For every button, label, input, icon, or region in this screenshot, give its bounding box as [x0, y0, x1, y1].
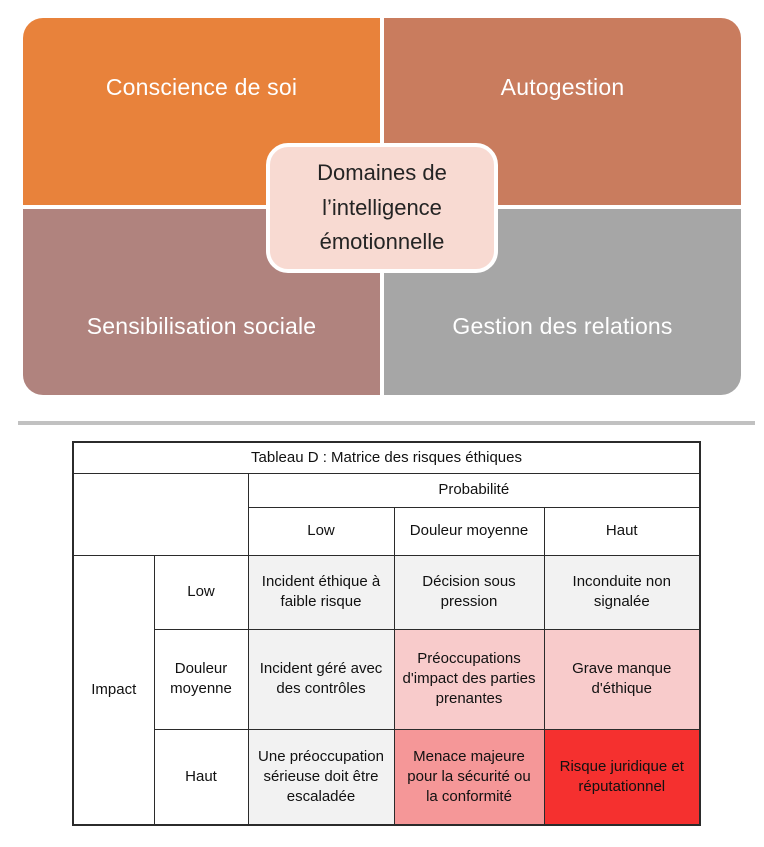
column-group-header-probability: Probabilité	[247, 472, 701, 508]
column-header-low: Low	[247, 506, 395, 556]
quadrant-label: Sensibilisation sociale	[86, 312, 317, 339]
row-header-high: Haut	[153, 728, 249, 826]
row-header-low: Low	[153, 554, 249, 630]
center-title-line: émotionnelle	[319, 229, 445, 255]
quadrant-label: Conscience de soi	[105, 74, 298, 100]
matrix-cell-medium-medium: Préoccupations d'impact des parties pren…	[393, 628, 545, 730]
matrix-cell-high-low: Une préoccupation sérieuse doit être esc…	[247, 728, 395, 826]
quadrant-self-awareness: Conscience de soi	[23, 18, 380, 205]
column-header-high: Haut	[543, 506, 701, 556]
matrix-cell-high-high: Risque juridique et réputationnel	[543, 728, 701, 826]
quadrant-center-title-box: Domaines de l’intelligence émotionnelle	[266, 143, 498, 273]
ethical-risk-matrix-table: Tableau D : Matrice des risques éthiques…	[72, 441, 702, 826]
quadrant-social-awareness: Sensibilisation sociale	[23, 209, 380, 395]
matrix-cell-medium-low: Incident géré avec des contrôles	[247, 628, 395, 730]
matrix-cell-high-medium: Menace majeure pour la sécurité ou la co…	[393, 728, 545, 826]
corner-empty-cell	[72, 472, 249, 556]
matrix-cell-low-medium: Décision sous pression	[393, 554, 545, 630]
section-divider	[18, 421, 755, 425]
center-title-line: l’intelligence	[322, 194, 442, 220]
quadrant-label: Autogestion	[500, 74, 625, 100]
matrix-cell-medium-high: Grave manque d'éthique	[543, 628, 701, 730]
matrix-cell-low-low: Incident éthique à faible risque	[247, 554, 395, 630]
quadrant-label: Gestion des relations	[452, 312, 673, 339]
row-header-medium: Douleur moyenne	[153, 628, 249, 730]
row-group-header-impact: Impact	[72, 554, 155, 826]
matrix-cell-low-high: Inconduite non signalée	[543, 554, 701, 630]
center-title-line: Domaines de	[317, 159, 447, 185]
table-title: Tableau D : Matrice des risques éthiques	[72, 441, 701, 474]
column-header-medium: Douleur moyenne	[393, 506, 545, 556]
